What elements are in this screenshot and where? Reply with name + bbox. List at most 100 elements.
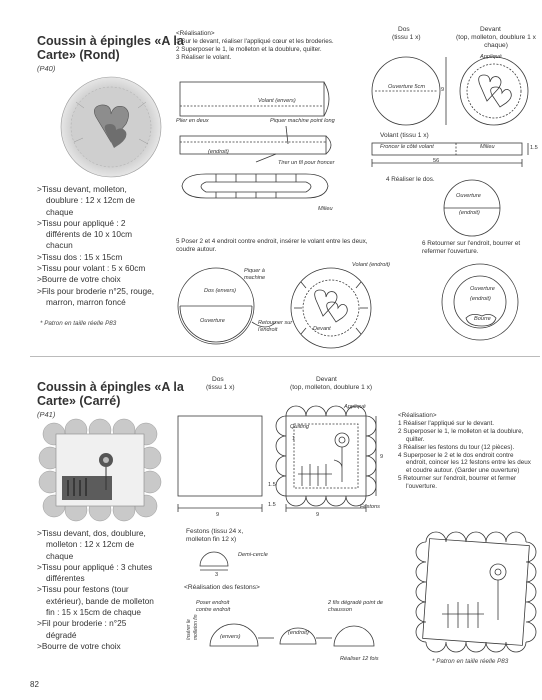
label-volant-tissu: Volant (tissu 1 x) (380, 132, 429, 139)
s2-dim-15b: 1.5 (268, 502, 276, 508)
label-bourre: Bourre (474, 316, 491, 322)
label-ouverture: Ouverture (456, 193, 481, 199)
s2-dim-15a: 1.5 (268, 482, 276, 488)
material-item: >Tissu devant, dos, doublure, molleton :… (37, 528, 146, 561)
label-piquer-machine: Piquer à machine (244, 268, 266, 281)
section2-pattern-note: * Patron en taille réelle P83 (432, 658, 509, 665)
section1-step5: 5 Poser 2 et 4 endroit contre endroit, i… (176, 238, 368, 253)
s2-dim-9a: 9 (380, 454, 384, 460)
section1-title: Coussin à épingles «A la Carte» (Rond) (37, 34, 184, 62)
dim-9: 9 (441, 87, 445, 93)
step-item: 2 Superposer le 1, le molleton et la dou… (398, 427, 524, 443)
section1-ref: (P40) (37, 64, 56, 73)
realisation-heading: <Réalisation> (398, 412, 437, 419)
label-tirer-fil: Tirer un fil pour froncer (278, 160, 335, 166)
dim-1-5: 1.5 (530, 145, 538, 151)
material-item: >Tissu dos : 15 x 15cm (37, 251, 123, 262)
s2-label-festons: Festons (360, 504, 380, 510)
page-number: 82 (30, 680, 39, 689)
label-milieu: Milieu (318, 206, 333, 212)
material-item: >Fils pour broderie n°25, rouge, marron,… (37, 285, 155, 307)
header-devant: Devant (480, 26, 501, 33)
diagram-volant (179, 81, 332, 199)
label-froncer: Froncer le côté volant (380, 144, 434, 150)
diagram-assembly (177, 267, 372, 349)
photo-round-pincushion (60, 76, 162, 178)
material-item: >Tissu pour festons (tour extérieur), ba… (37, 584, 154, 618)
s2-dim-9b: 9 (216, 512, 220, 518)
header-devant-sub: (top, molleton, doublure 1 x chaque) (456, 34, 536, 49)
step-item: 3 Réaliser le volant. (176, 53, 232, 61)
section2-ref: (P41) (37, 410, 56, 419)
dim-56: 56 (433, 158, 440, 164)
material-item: >Bourre de votre choix (37, 640, 121, 651)
s2-header-dos-tissu: (tissu 1 x) (206, 384, 235, 391)
section-divider (30, 356, 540, 357)
section1-step4: 4 Réaliser le dos. (386, 176, 435, 183)
section1-step6: 6 Retourner sur l'endroit, bourrer et re… (422, 240, 521, 255)
label-ouverture-3: Ouverture (470, 286, 495, 292)
label-volant-endroit: Volant (endroit) (352, 262, 391, 268)
s2-festons-tissu: Festons (tissu 24 x, molleton fin 12 x) (186, 528, 244, 543)
label-plier-en-deux: Plier en deux (176, 118, 209, 124)
s2-dim-1: 1 (292, 436, 296, 442)
label-ouverture-2: Ouverture (200, 318, 225, 324)
label-ouverture-5cm: Ouverture 5cm (388, 84, 425, 90)
material-item: >Fil pour broderie : n°25 dégradé (37, 618, 127, 640)
material-item: >Bourre de votre choix (37, 274, 121, 285)
step-item: 5 Retourner sur l'endroit, bourrer et fe… (398, 475, 517, 491)
section1-pattern-note: * Patron en taille réelle P83 (40, 320, 117, 327)
step-item: 2 Superposer le 1, le molleton et la dou… (176, 45, 322, 53)
s2-label-inserer: Insérer le molleton fin (186, 614, 199, 640)
s2-label-envers: (envers) (220, 634, 241, 640)
step-item: 3 Réaliser les festons du tour (12 pièce… (398, 443, 515, 451)
material-item: >Tissu pour appliqué : 2 différents de 1… (37, 217, 133, 251)
realisation-heading: <Réalisation> (176, 30, 215, 37)
diagram-volant-strip (371, 142, 529, 167)
label-devant: Devant (313, 326, 331, 332)
photo-square-pincushion (38, 418, 162, 522)
diagram-demi-cercle (199, 551, 229, 571)
diagram-dos-devant (371, 56, 529, 126)
label-endroit-dos: (endroit) (459, 210, 480, 216)
section2-materials: >Tissu devant, dos, doublure, molleton :… (37, 528, 155, 652)
s2-label-endroit: (endroit) (288, 630, 309, 636)
step-item: 4 Superposer le 2 et le dos endroit cont… (398, 451, 531, 475)
s2-label-fils-degrade: 2 fils dégradé point de chausson (328, 600, 384, 613)
diagram-festons-steps (209, 623, 375, 647)
s2-realisation-festons: <Réalisation des festons> (184, 584, 260, 591)
section1-title-line2: Carte» (Rond) (37, 48, 120, 62)
header-dos: Dos (398, 26, 410, 33)
s2-label-applique: Appliqué (344, 404, 366, 410)
s2-label-quilting: Quilting (290, 424, 309, 430)
section2-title-line2: Carte» (Carré) (37, 394, 121, 408)
label-volant-envers: Volant (envers) (258, 98, 296, 104)
section1-materials: >Tissu devant, molleton, doublure : 12 x… (37, 184, 155, 308)
s2-header-devant-sub: (top, molleton, doublure 1 x) (290, 384, 373, 391)
s2-label-poser-endroit: Poser endroit contre endroit (196, 600, 231, 613)
label-piquer-point-long: Piquer machine point long (270, 118, 335, 124)
label-dos-envers: Dos (envers) (204, 288, 237, 294)
section1-title-line1: Coussin à épingles «A la (37, 34, 184, 48)
diagram-square-dos-devant (177, 405, 377, 512)
label-applique: Appliqué (480, 54, 502, 60)
diagram-dos-ouverture (443, 179, 501, 237)
diagram-final-square (415, 531, 537, 653)
label-milieu2: Milieu (480, 144, 495, 150)
section2-steps: <Réalisation> 1 Réaliser l'appliqué sur … (398, 412, 536, 491)
diagram-final-round (441, 263, 519, 341)
material-item: >Tissu pour volant : 5 x 60cm (37, 263, 146, 274)
section2-title-line1: Coussin à épingles «A la (37, 380, 184, 394)
s2-label-demi-cercle: Demi-cercle (238, 552, 268, 558)
section2-title: Coussin à épingles «A la Carte» (Carré) (37, 380, 184, 408)
step-item: 1 Sur le devant, réaliser l'appliqué cœu… (176, 37, 334, 45)
section1-steps: <Réalisation> 1 Sur le devant, réaliser … (176, 30, 376, 62)
header-dos-tissu: (tissu 1 x) (392, 34, 421, 41)
label-endroit-final: (endroit) (470, 296, 491, 302)
label-retourner: Retourner sur l'endroit (258, 320, 293, 333)
s2-header-dos: Dos (212, 376, 224, 383)
s2-dim-3: 3 (215, 572, 219, 578)
s2-dim-9c: 9 (316, 512, 320, 518)
label-endroit: (endroit) (208, 149, 229, 155)
step-item: 1 Réaliser l'appliqué sur le devant. (398, 419, 495, 427)
